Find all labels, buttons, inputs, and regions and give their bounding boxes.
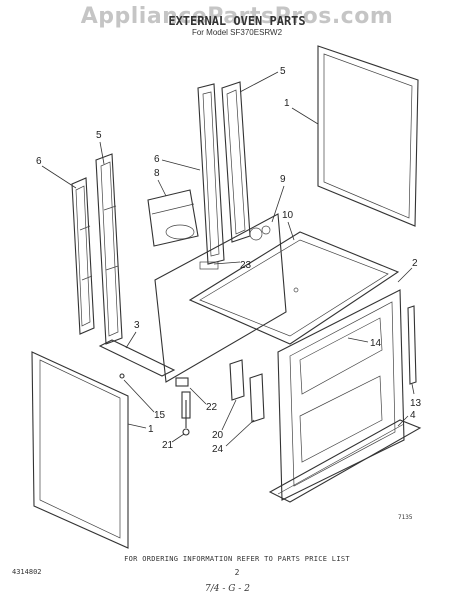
callout-6-left: 6 <box>36 156 42 167</box>
document-number: 4314802 <box>12 568 42 576</box>
callout-22: 22 <box>206 402 218 413</box>
part-back-panel <box>154 213 287 383</box>
callout-10: 10 <box>282 210 294 221</box>
part-shelf <box>188 231 400 345</box>
callout-8: 8 <box>154 168 160 179</box>
ordering-note: FOR ORDERING INFORMATION REFER TO PARTS … <box>124 555 350 563</box>
part-fasteners <box>119 373 191 436</box>
part-front-frame <box>277 289 405 501</box>
watermark-text: AppliancePartsPros.com <box>80 4 394 29</box>
part-bottom-rail <box>98 339 176 377</box>
callout-1-top: 1 <box>284 98 290 109</box>
page-number: 2 <box>234 568 240 577</box>
part-lower-door-panel <box>31 351 129 549</box>
callout-5-left: 5 <box>96 130 102 141</box>
callout-14: 14 <box>370 338 382 349</box>
callout-2: 2 <box>412 258 418 269</box>
diagram-title: EXTERNAL OVEN PARTS <box>168 14 306 28</box>
part-center-uprights <box>197 81 251 265</box>
callout-21: 21 <box>162 440 174 451</box>
model-label: For Model SF370ESRW2 <box>191 28 283 37</box>
drawing-code: 7135 <box>398 514 413 521</box>
callouts: 5 1 6 5 6 8 9 10 23 2 3 14 13 4 <box>36 66 422 455</box>
callout-3: 3 <box>134 320 140 331</box>
part-bracket <box>147 189 199 247</box>
part-top-panel <box>317 45 419 227</box>
callout-13: 13 <box>410 398 422 409</box>
callout-15: 15 <box>154 410 166 421</box>
part-left-inner-rail <box>95 153 123 345</box>
callout-4: 4 <box>410 410 416 421</box>
callout-1-lower: 1 <box>148 424 154 435</box>
part-hinge <box>229 359 265 423</box>
part-left-side-rail <box>71 177 95 335</box>
part-right-trim <box>268 305 422 503</box>
callout-5-top: 5 <box>280 66 286 77</box>
callout-20: 20 <box>212 430 224 441</box>
callout-23: 23 <box>240 260 252 271</box>
callout-9: 9 <box>280 174 286 185</box>
handwritten-note: 7/4 - G - 2 <box>205 584 250 594</box>
callout-24: 24 <box>212 444 224 455</box>
callout-6-center: 6 <box>154 154 160 165</box>
